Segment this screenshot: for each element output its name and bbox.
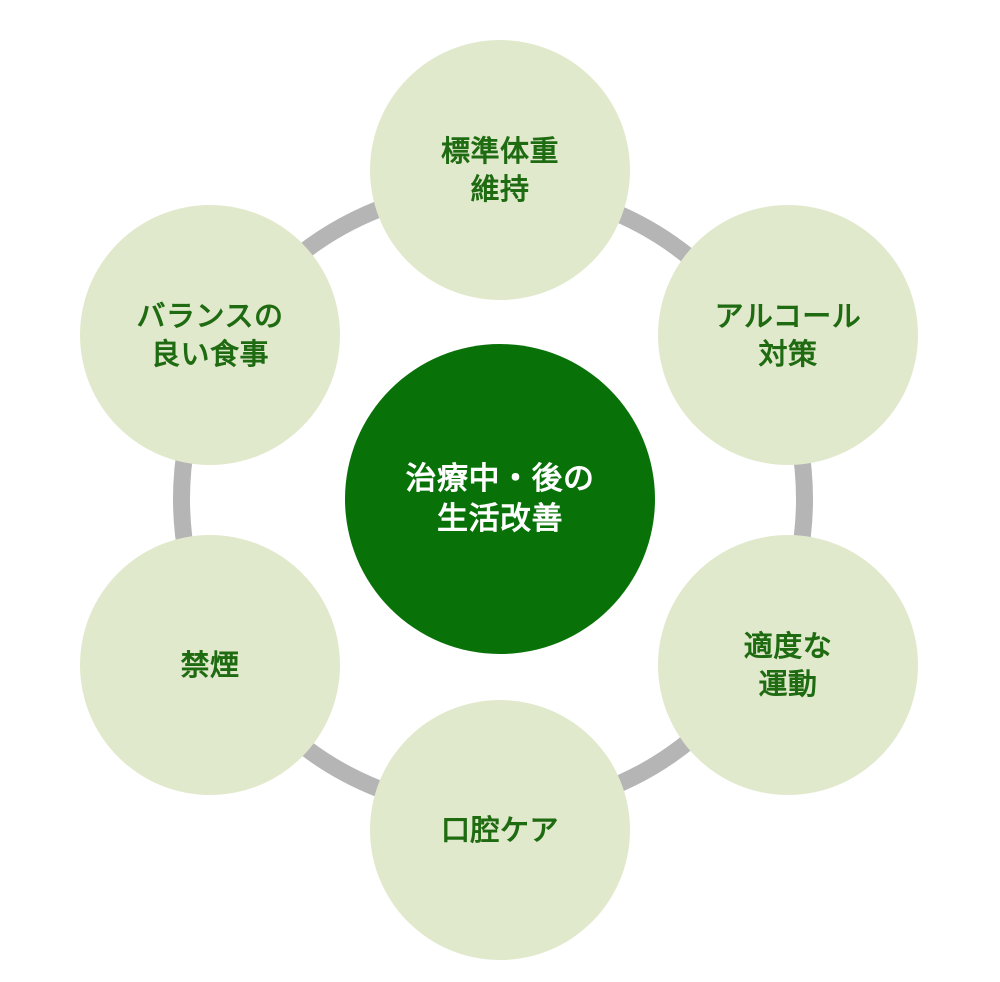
node-alcohol: アルコール 対策: [658, 205, 918, 465]
node-standard-weight: 標準体重 維持: [370, 40, 630, 300]
node-label: 適度な 運動: [743, 629, 833, 701]
node-label: バランスの 良い食事: [136, 299, 284, 371]
node-no-smoking: 禁煙: [80, 535, 340, 795]
node-label: 標準体重 維持: [440, 134, 559, 206]
node-exercise: 適度な 運動: [658, 535, 918, 795]
node-label: アルコール 対策: [714, 299, 862, 371]
center-node: 治療中・後の 生活改善: [345, 344, 655, 654]
center-label: 治療中・後の 生活改善: [405, 461, 595, 537]
node-label: 禁煙: [180, 648, 240, 682]
node-label: 口腔ケア: [440, 813, 559, 847]
node-oral-care: 口腔ケア: [370, 700, 630, 960]
node-balanced-diet: バランスの 良い食事: [80, 205, 340, 465]
